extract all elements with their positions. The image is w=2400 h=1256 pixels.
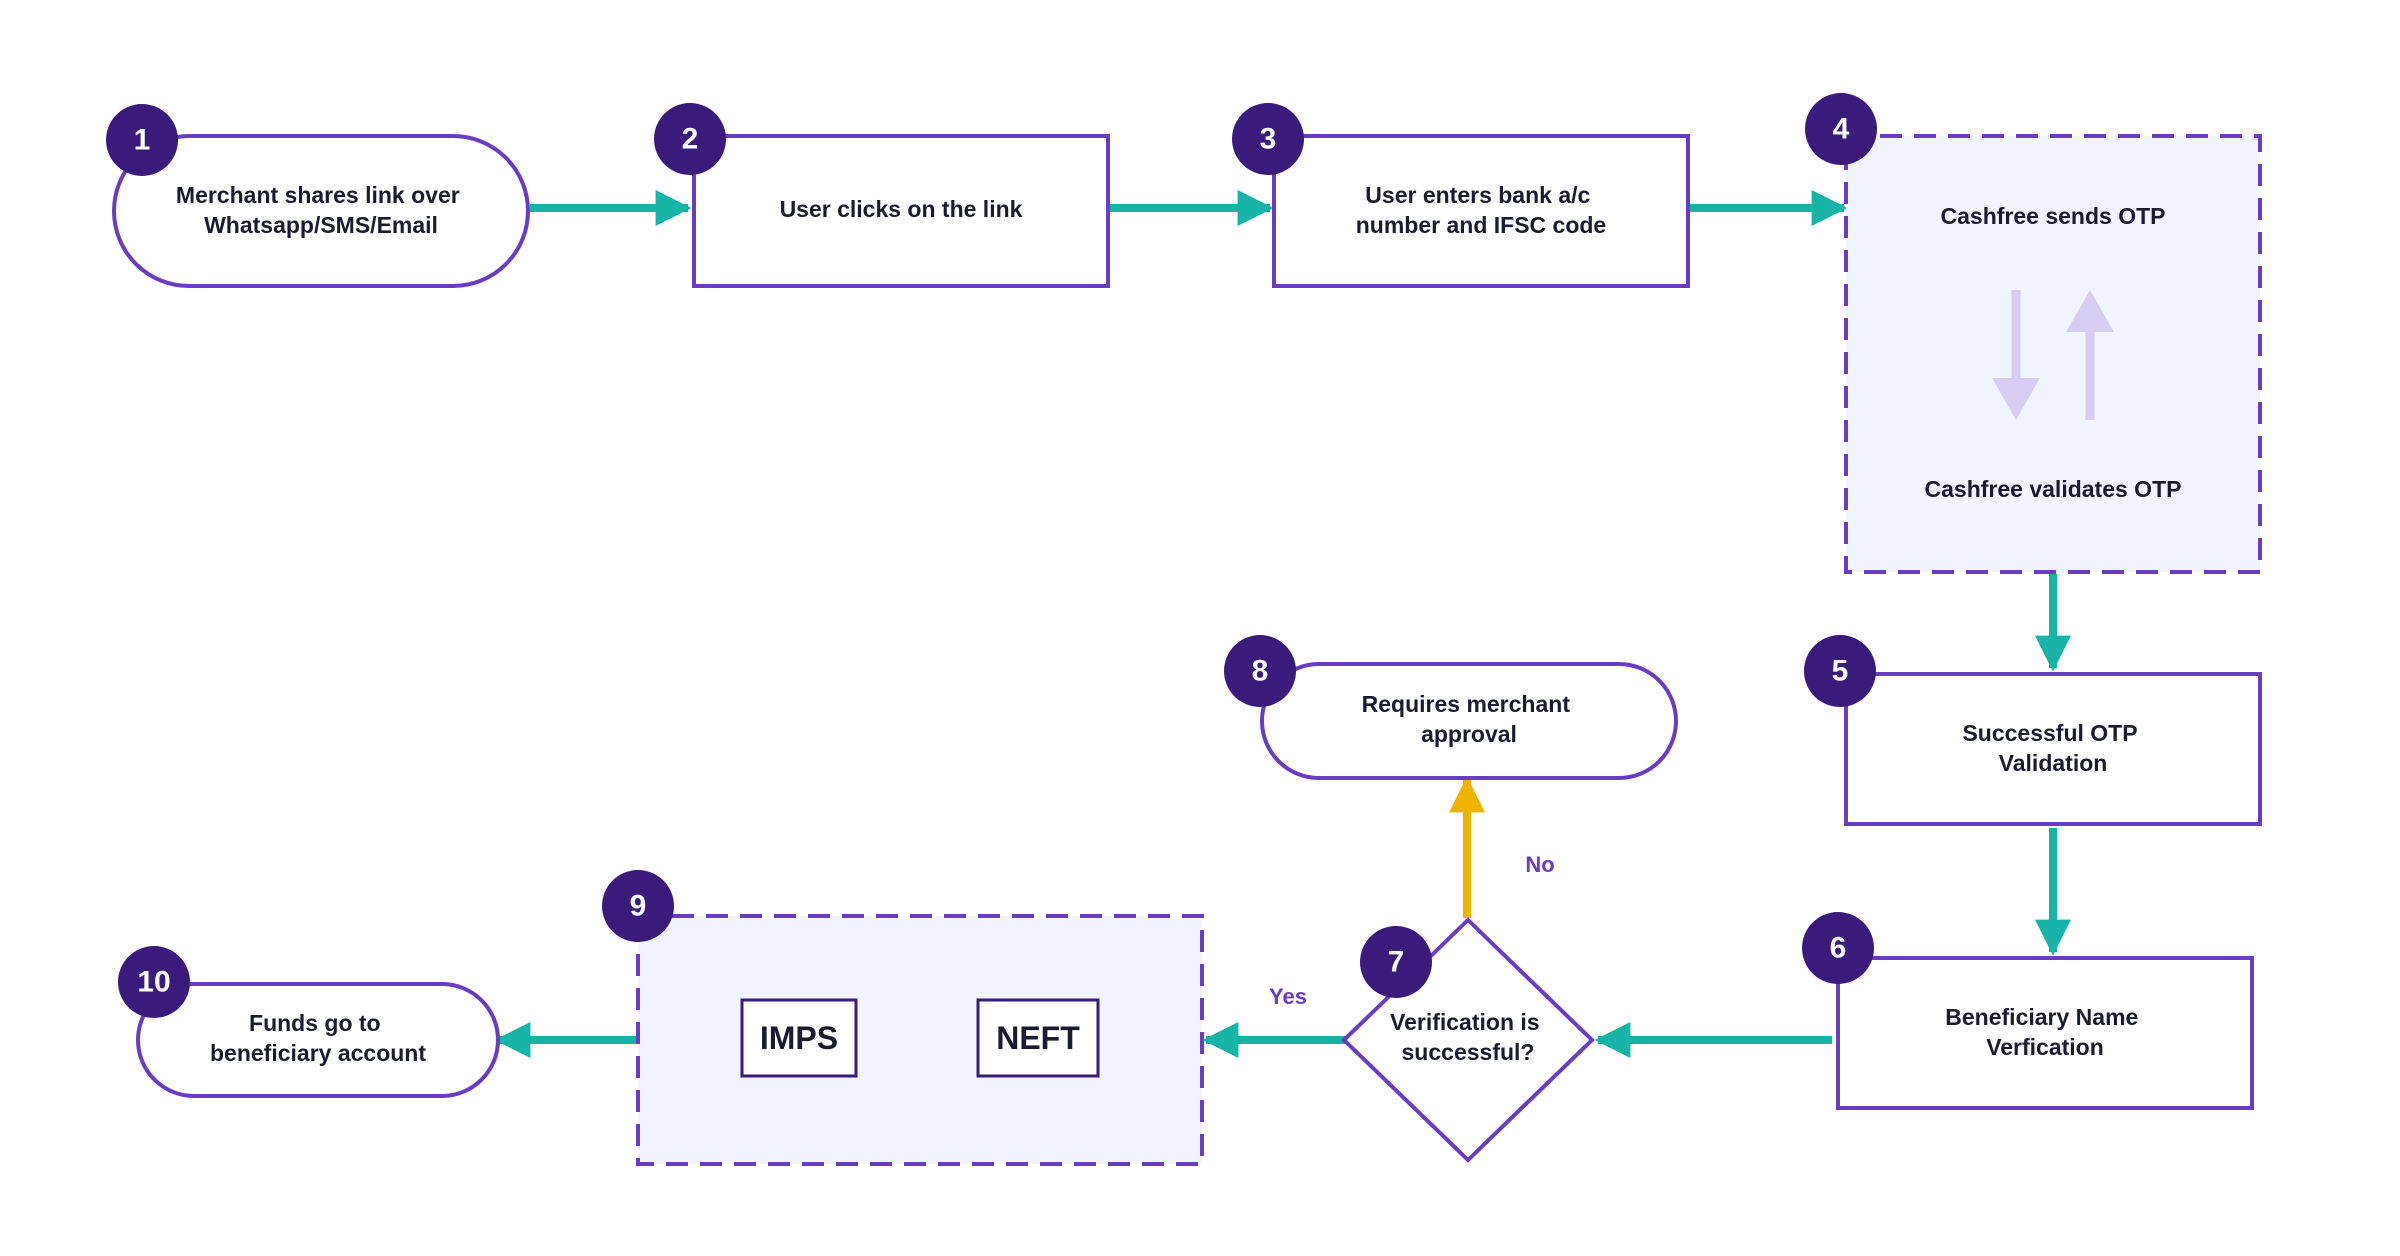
node-1-line-2: Whatsapp/SMS/Email — [204, 212, 438, 238]
svg-text:10: 10 — [137, 966, 170, 999]
edge-label-no: No — [1525, 852, 1554, 877]
node-1: Merchant shares link over Whatsapp/SMS/E… — [112, 134, 530, 288]
node-7-line-1: Verification is — [1390, 1009, 1540, 1035]
node-2: User clicks on the link — [692, 134, 1110, 288]
step-badges: 1 2 3 4 5 6 7 8 — [106, 93, 1877, 1018]
node-3: User enters bank a/c number and IFSC cod… — [1272, 134, 1690, 288]
step-badge-1: 1 — [106, 104, 178, 176]
step-badge-10: 10 — [118, 946, 190, 1018]
node-6-line-2: Verfication — [1986, 1034, 2104, 1060]
svg-text:User enters bank a/c num: User enters bank a/c number and IFSC cod… — [1356, 182, 1606, 238]
neft-label: NEFT — [996, 1020, 1080, 1056]
node-8-line-1: Requires merchant — [1362, 691, 1571, 717]
node-5-line-1: Successful OTP — [1962, 720, 2137, 746]
node-3-line-2: number and IFSC code — [1356, 212, 1606, 238]
node-6: Beneficiary Name Verfication — [1836, 956, 2254, 1110]
otp-send-label: Cashfree sends OTP — [1941, 203, 2166, 229]
svg-text:Successful OTP Validatio: Successful OTP Validation — [1962, 720, 2143, 776]
step-badge-7: 7 — [1360, 926, 1432, 998]
svg-text:Verification is successf: Verification is successful? — [1390, 1009, 1546, 1065]
step-badge-6: 6 — [1802, 912, 1874, 984]
step-badge-4: 4 — [1805, 93, 1877, 165]
step-badge-2: 2 — [654, 103, 726, 175]
node-10-line-2: beneficiary account — [210, 1040, 426, 1066]
svg-text:4: 4 — [1833, 113, 1850, 146]
svg-text:5: 5 — [1832, 655, 1849, 688]
node-5-line-2: Validation — [1999, 750, 2108, 776]
svg-text:Merchant shares link over: Merchant shares link over Whatsapp/SMS/E… — [176, 182, 466, 238]
edges: Yes No — [494, 190, 2071, 1058]
svg-text:6: 6 — [1830, 932, 1847, 965]
otp-validate-label: Cashfree validates OTP — [1925, 476, 2182, 502]
svg-text:9: 9 — [630, 890, 647, 923]
neft-box — [976, 998, 1100, 1078]
svg-text:8: 8 — [1252, 655, 1269, 688]
imps-label: IMPS — [760, 1020, 838, 1056]
svg-text:7: 7 — [1388, 946, 1405, 979]
svg-text:1: 1 — [134, 124, 151, 157]
node-5: Successful OTP Validation — [1844, 672, 2262, 826]
node-10-line-1: Funds go to — [249, 1010, 381, 1036]
svg-text:2: 2 — [682, 123, 699, 156]
node-4-otp-group: Cashfree sends OTP Cashfree validates OT… — [1844, 134, 2262, 574]
node-6-line-1: Beneficiary Name — [1945, 1004, 2138, 1030]
svg-text:Beneficiary Name Verfica: Beneficiary Name Verfication — [1945, 1004, 2144, 1060]
otp-exchange-icon — [1992, 290, 2114, 420]
edge-label-yes: Yes — [1269, 984, 1307, 1009]
imps-box — [740, 998, 858, 1078]
svg-text:Requires merchant approv: Requires merchant approval — [1362, 691, 1577, 747]
step-badge-5: 5 — [1804, 635, 1876, 707]
node-7-line-2: successful? — [1402, 1039, 1535, 1065]
node-9-transfer-group: IMPS NEFT — [636, 914, 1204, 1166]
node-1-line-1: Merchant shares link over — [176, 182, 460, 208]
node-3-line-1: User enters bank a/c — [1365, 182, 1590, 208]
step-badge-3: 3 — [1232, 103, 1304, 175]
node-2-line-1: User clicks on the link — [780, 196, 1023, 222]
node-8: Requires merchant approval — [1260, 662, 1678, 780]
node-10: Funds go to beneficiary account — [136, 982, 500, 1098]
svg-text:3: 3 — [1260, 123, 1277, 156]
step-badge-8: 8 — [1224, 635, 1296, 707]
step-badge-9: 9 — [602, 870, 674, 942]
node-8-line-2: approval — [1421, 721, 1517, 747]
svg-text:Funds go to beneficiary: Funds go to beneficiary account — [210, 1010, 426, 1066]
